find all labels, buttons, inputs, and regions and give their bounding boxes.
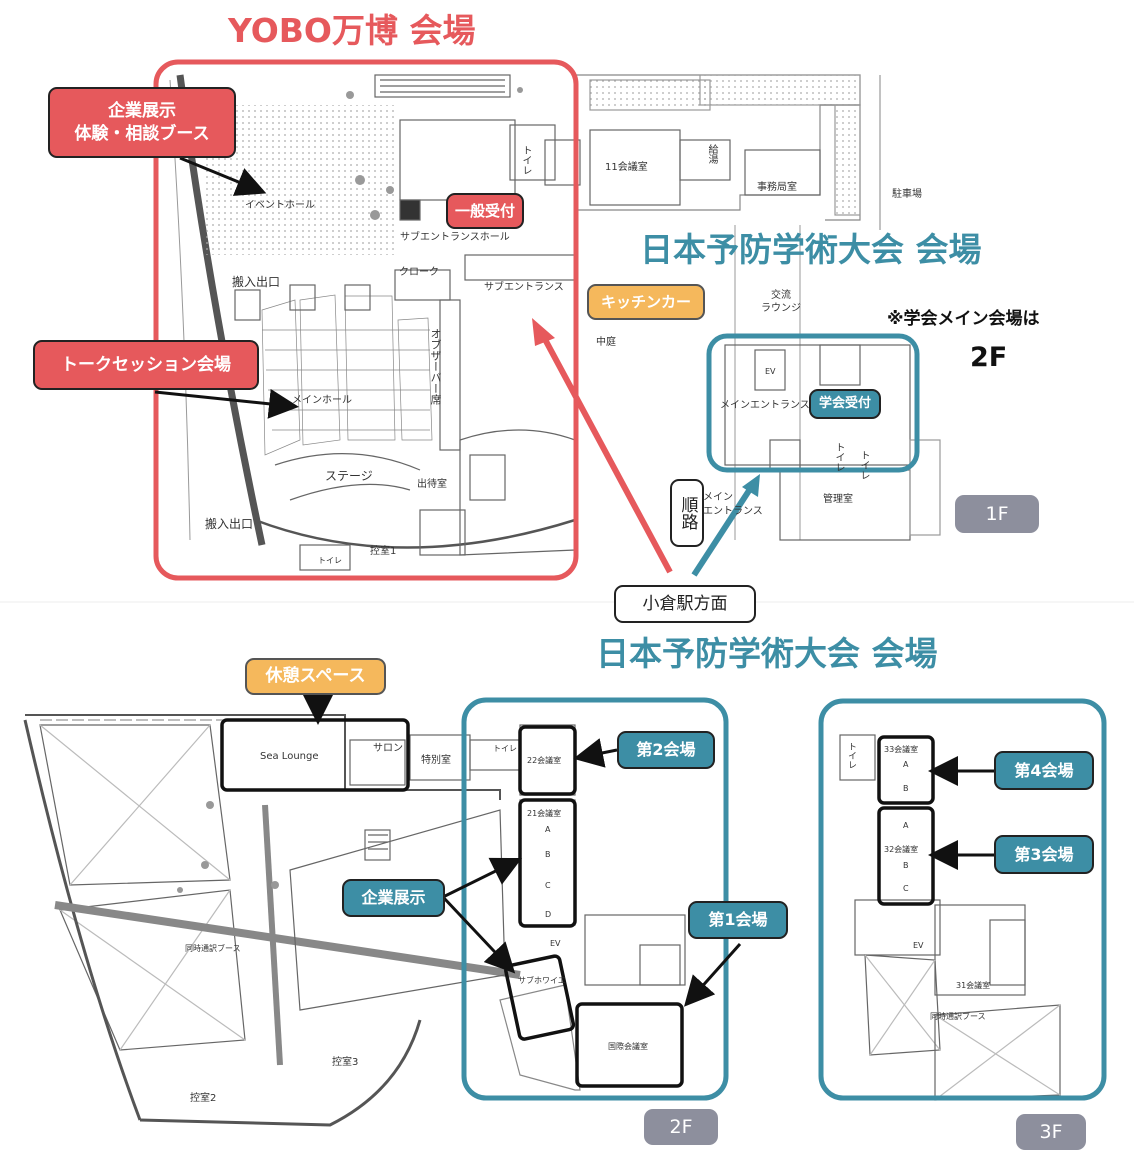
room33-label: 33会議室 [884, 745, 919, 754]
hall4-callout: 第4会場 [994, 751, 1094, 790]
main-venue-floor: 2F [970, 342, 1008, 373]
hikae2-label: 控室2 [190, 1093, 217, 1104]
parking-label: 駐車場 [892, 189, 922, 200]
room21-d-label: D [545, 910, 552, 919]
loading-dock-2-label: 搬入出口 [205, 517, 254, 531]
room21-label: 21会議室 [527, 809, 562, 818]
main-entrance-inner-label: メインエントランス [720, 400, 810, 411]
room32-a-label: A [903, 821, 909, 830]
lounge-label: 交流 ラウンジ [761, 290, 801, 314]
sub-entrance-hall-label: サブエントランスホール [400, 232, 510, 243]
kokura-direction-callout: 小倉駅方面 [614, 585, 756, 623]
toilet-3f-label: トイレ [846, 742, 856, 769]
academic-route-arrow [691, 484, 755, 577]
ev-2f-label: EV [550, 939, 561, 948]
room32-b-label: B [903, 861, 909, 870]
toilet-1f-bottom: トイレ [318, 556, 342, 565]
room33-b-label: B [903, 784, 909, 793]
toilet-2f-label: トイレ [493, 744, 517, 753]
ev-1f-label: EV [765, 367, 776, 376]
room21-outline [518, 798, 577, 928]
academic-1f-zone-outline [706, 333, 920, 473]
academic-2f-heading: 日本予防学術大会 会場 [596, 634, 938, 673]
main-venue-note: ※学会メイン会場は [887, 309, 1040, 329]
observer-seats-label: オブザーバー席 [429, 328, 442, 405]
kitchen-car-callout: キッチンカー [587, 284, 705, 320]
exhibit-2f-callout: 企業展示 [342, 879, 445, 917]
academic-2f-zone-outline [461, 697, 729, 1101]
academic-1f-heading: 日本予防学術大会 会場 [640, 230, 982, 269]
exhibit-1f-callout: 企業展示 体験・相談ブース [48, 87, 236, 158]
kyuto-label: 給湯 [706, 144, 717, 164]
office-label: 事務局室 [757, 182, 797, 193]
event-hall-label: イベントホール [245, 200, 315, 211]
courtyard-label: 中庭 [596, 337, 616, 348]
loading-dock-1-label: 搬入出口 [232, 275, 281, 289]
toilet-1f-entrance-b: トイレ [858, 450, 869, 480]
sub-hall-outline [504, 954, 576, 1041]
floor-tag-1f: 1F [955, 495, 1039, 533]
cloak-label: クローク [399, 267, 439, 278]
room22-label: 22会議室 [527, 756, 562, 765]
room21-b-label: B [545, 850, 551, 859]
salon-label: サロン [373, 743, 403, 754]
hall3-callout: 第3会場 [994, 835, 1094, 874]
room33-a-label: A [903, 760, 909, 769]
intl-room-outline [575, 1002, 684, 1088]
rest-space-callout: 休憩スペース [245, 658, 386, 695]
hikae1-label: 控室1 [370, 546, 397, 557]
floor-tag-3f: 3F [1016, 1114, 1086, 1150]
sub-hall-label: サブホワイエ [518, 976, 566, 985]
room32-c-label: C [903, 884, 909, 893]
sea-lounge-label: Sea Lounge [260, 751, 319, 762]
special-room-label: 特別室 [421, 755, 451, 766]
waiting-room-label: 出待室 [417, 479, 447, 490]
floor-tag-2f: 2F [644, 1109, 718, 1145]
intl-room-label: 国際会議室 [608, 1042, 648, 1051]
plan-3f [839, 734, 1061, 1101]
room21-c-label: C [545, 881, 551, 890]
hall2-callout: 第2会場 [617, 731, 715, 769]
room31-label: 31会議室 [956, 981, 991, 990]
interp-3f-label: 同時通訳ブース [930, 1012, 986, 1021]
hikae3-label: 控室3 [332, 1057, 359, 1068]
toilet-1f-entrance-a: トイレ [833, 442, 844, 472]
room32-label: 32会議室 [884, 845, 919, 854]
yobo-route-arrow [537, 328, 673, 574]
plan-2f [23, 714, 686, 1127]
main-entrance-outer-label: メイン エントランス [703, 492, 763, 517]
academic-3f-zone-outline [818, 698, 1107, 1101]
stage-label: ステージ [325, 469, 373, 483]
general-reception-callout: 一般受付 [446, 193, 524, 229]
yobo-zone-outline [153, 59, 579, 581]
talk-session-callout: トークセッション会場 [33, 340, 259, 390]
ev-3f-label: EV [913, 941, 924, 950]
main-hall-label: メインホール [292, 395, 352, 406]
sub-entrance-label: サブエントランス [484, 282, 564, 293]
interp-2f-label: 同時通訳ブース [185, 944, 241, 953]
toilet-1f-top: トイレ [520, 145, 531, 175]
route-callout: 順路 [670, 479, 704, 547]
admin-room-label: 管理室 [823, 494, 853, 505]
room21-a-label: A [545, 825, 551, 834]
yobo-venue-heading: YOBO万博 会場 [228, 11, 476, 50]
plan-1f [169, 74, 941, 571]
hall1-callout: 第1会場 [688, 901, 788, 939]
academic-reception-callout: 学会受付 [809, 389, 881, 419]
room11-label: 11会議室 [605, 162, 648, 173]
